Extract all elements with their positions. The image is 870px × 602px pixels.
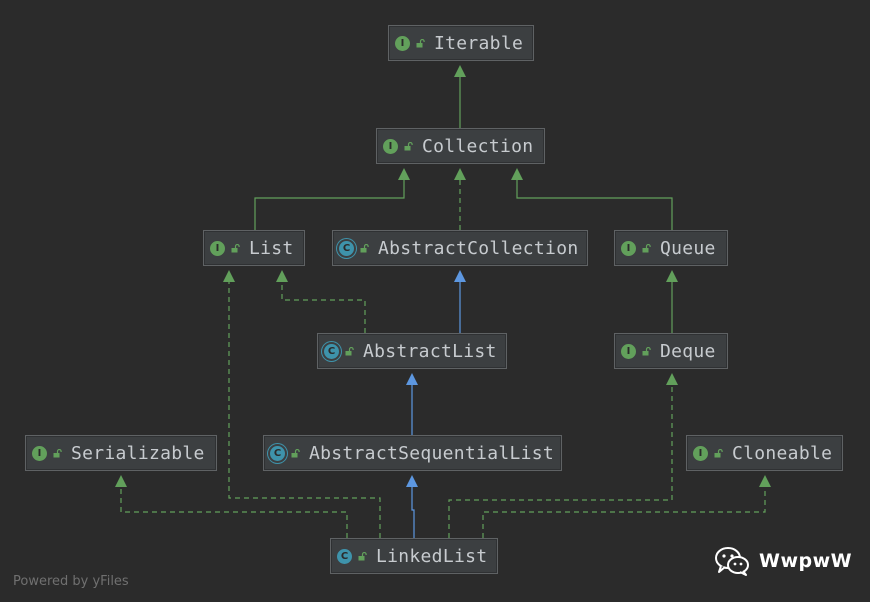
- arrowhead: [666, 270, 678, 282]
- node-label: AbstractSequentialList: [309, 442, 555, 464]
- public-lock-icon: [231, 243, 240, 252]
- arrowhead: [759, 475, 771, 487]
- node-iterable[interactable]: I Iterable: [388, 25, 534, 61]
- abstract-class-icon: C: [339, 240, 354, 256]
- node-deque[interactable]: I Deque: [614, 333, 728, 369]
- public-lock-icon: [714, 448, 723, 457]
- edge-collection-to-iterable: [454, 65, 466, 128]
- edge-linked-list-to-list: [223, 270, 381, 538]
- node-linked-list[interactable]: C LinkedList: [330, 538, 498, 574]
- arrowhead: [406, 475, 418, 487]
- arrowhead: [223, 270, 235, 282]
- interface-icon: I: [210, 240, 225, 256]
- node-label: Serializable: [71, 442, 205, 464]
- node-label: Iterable: [434, 32, 524, 54]
- edge-linked-list-to-cloneable: [482, 475, 771, 538]
- public-lock-icon: [404, 141, 413, 150]
- public-lock-icon: [345, 346, 354, 355]
- public-lock-icon: [291, 448, 300, 457]
- node-label: Deque: [660, 340, 716, 362]
- edge-abstract-list-to-list: [276, 270, 366, 333]
- edge-deque-to-queue: [666, 270, 678, 333]
- edge-linked-list-to-serializable: [115, 475, 348, 538]
- interface-icon: I: [621, 343, 636, 359]
- node-collection[interactable]: I Collection: [376, 128, 545, 164]
- arrowhead: [454, 270, 466, 282]
- node-label: Queue: [660, 237, 716, 259]
- node-queue[interactable]: I Queue: [614, 230, 728, 266]
- arrowhead: [398, 168, 410, 180]
- abstract-class-icon: C: [324, 343, 339, 359]
- node-abstract-list[interactable]: C AbstractList: [317, 333, 507, 369]
- arrowhead: [454, 65, 466, 77]
- arrowhead: [406, 373, 418, 385]
- abstract-class-icon: C: [270, 445, 285, 461]
- node-abstract-collection[interactable]: C AbstractCollection: [332, 230, 588, 266]
- node-list[interactable]: I List: [203, 230, 305, 266]
- edge-abstract-sequential-list-to-abstract-list: [406, 373, 418, 435]
- powered-by-label: Powered by yFiles: [13, 574, 129, 589]
- node-label: LinkedList: [376, 545, 488, 567]
- interface-icon: I: [693, 445, 708, 461]
- interface-icon: I: [395, 35, 410, 51]
- public-lock-icon: [642, 346, 651, 355]
- arrowhead: [666, 373, 678, 385]
- public-lock-icon: [642, 243, 651, 252]
- interface-icon: I: [32, 445, 47, 461]
- node-label: AbstractCollection: [378, 237, 579, 259]
- watermark: WwpwW: [715, 546, 852, 576]
- edge-linked-list-to-deque: [448, 373, 678, 538]
- public-lock-icon: [360, 243, 369, 252]
- edge-list-to-collection: [254, 168, 410, 230]
- class-icon: C: [337, 548, 352, 564]
- arrowhead: [511, 168, 523, 180]
- public-lock-icon: [416, 38, 425, 47]
- node-cloneable[interactable]: I Cloneable: [686, 435, 843, 471]
- interface-icon: I: [621, 240, 636, 256]
- node-label: List: [249, 237, 294, 259]
- node-serializable[interactable]: I Serializable: [25, 435, 217, 471]
- arrowhead: [454, 168, 466, 180]
- node-label: Collection: [422, 135, 534, 157]
- public-lock-icon: [53, 448, 62, 457]
- node-label: AbstractList: [363, 340, 497, 362]
- edge-queue-to-collection: [511, 168, 673, 230]
- node-label: Cloneable: [732, 442, 833, 464]
- node-abstract-sequential-list[interactable]: C AbstractSequentialList: [263, 435, 562, 471]
- arrowhead: [276, 270, 288, 282]
- interface-icon: I: [383, 138, 398, 154]
- edge-abstract-list-to-abstract-collection: [454, 270, 466, 333]
- arrowhead: [115, 475, 127, 487]
- public-lock-icon: [358, 551, 367, 560]
- wechat-icon: [715, 547, 749, 576]
- watermark-text: WwpwW: [759, 550, 853, 572]
- edge-abstract-collection-to-collection: [454, 168, 466, 230]
- edge-linked-list-to-abstract-sequential-list: [406, 475, 418, 538]
